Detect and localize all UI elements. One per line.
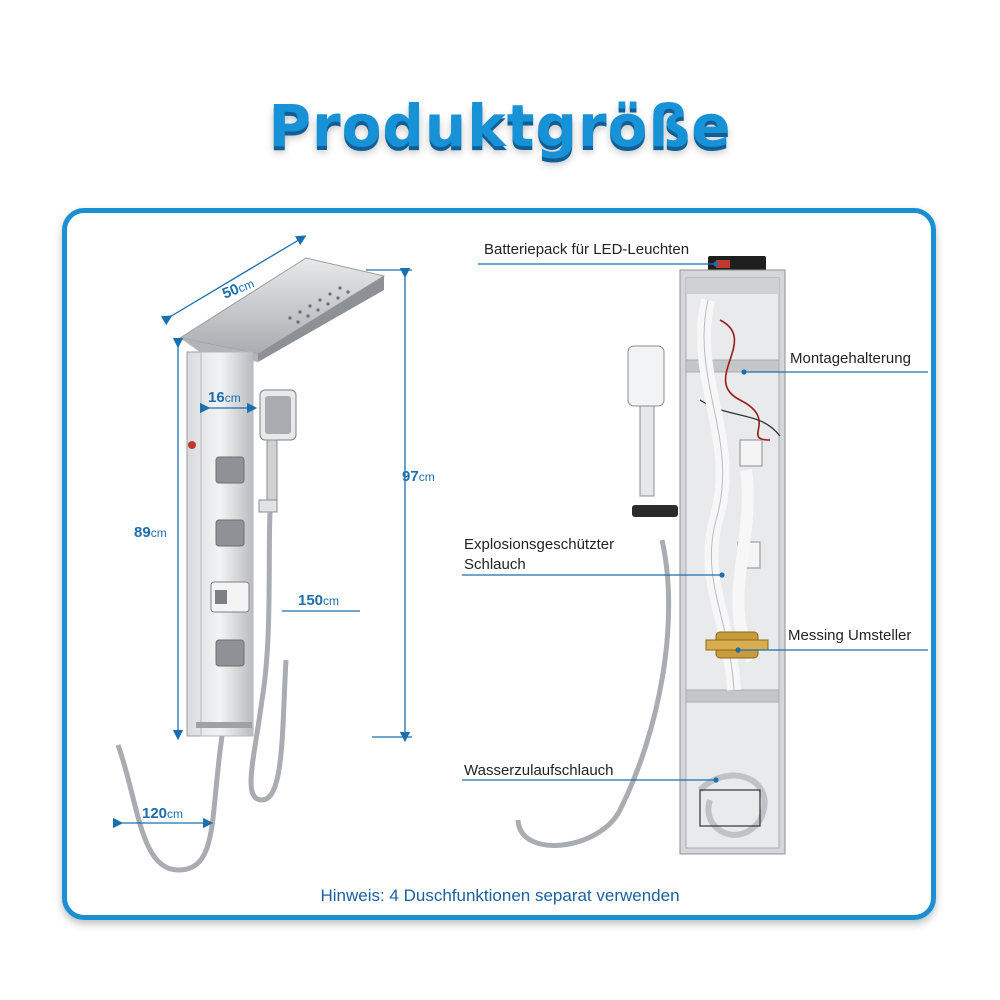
dimension-total-height: 97cm xyxy=(402,468,435,485)
label-mount: Montagehalterung xyxy=(790,350,911,367)
label-hose-line1: Explosionsgeschützter xyxy=(464,536,615,553)
usage-note: Hinweis: 4 Duschfunktionen separat verwe… xyxy=(320,886,680,905)
left-shower-panel xyxy=(115,257,386,873)
label-brass: Messing Umsteller xyxy=(788,627,912,644)
body-jet-icon xyxy=(215,456,245,667)
dimension-hand-hose: 150cm xyxy=(298,592,340,609)
page-title: Produktgröße xyxy=(268,92,732,160)
label-hose-line2: Schlauch xyxy=(464,556,526,573)
callout-lines xyxy=(462,261,928,783)
product-frame xyxy=(62,208,936,920)
dimension-supply-hose: 120cm xyxy=(142,805,184,822)
label-supply: Wasserzulaufschlauch xyxy=(464,762,614,779)
right-interior-panel xyxy=(515,256,786,855)
dimension-panel-width: 16cm xyxy=(208,389,241,406)
dimension-lines-left xyxy=(112,235,412,829)
dimension-panel-height: 89cm xyxy=(134,524,167,541)
label-battery: Batteriepack für LED-Leuchten xyxy=(484,241,690,258)
